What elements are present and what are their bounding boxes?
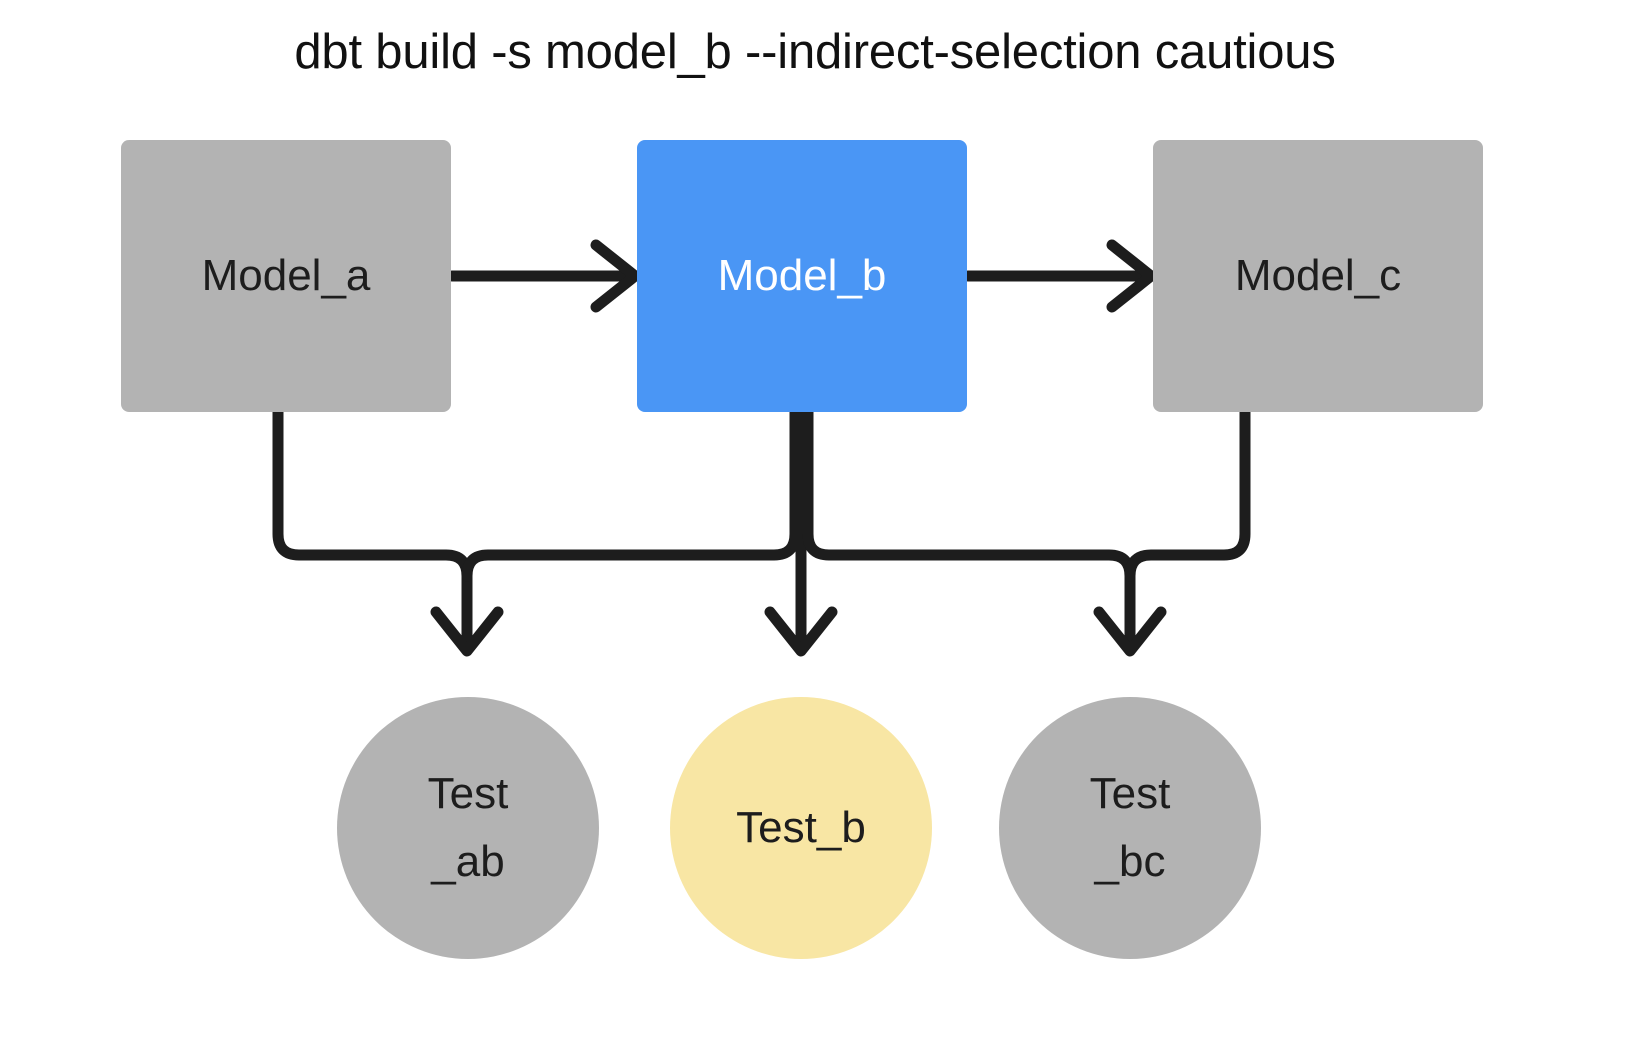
edge-model-c-to-test-bc	[1124, 406, 1251, 582]
edge-model-b-to-test-ab	[461, 406, 801, 582]
node-test-ab[interactable]: Test _ab	[337, 697, 599, 959]
edge-model-b-to-test-bc	[802, 406, 1167, 657]
node-test-bc-label-line2: _bc	[1094, 837, 1166, 886]
diagram-title: dbt build -s model_b --indirect-selectio…	[294, 25, 1336, 79]
edge-model-b-to-model-c	[962, 239, 1157, 313]
node-model-c[interactable]: Model_c	[1153, 140, 1483, 412]
node-test-b[interactable]: Test_b	[670, 697, 932, 959]
node-model-a[interactable]: Model_a	[121, 140, 451, 412]
node-model-b[interactable]: Model_b	[637, 140, 967, 412]
node-model-b-label: Model_b	[717, 251, 887, 300]
edge-model-b-to-test-b	[764, 406, 838, 657]
node-test-bc[interactable]: Test _bc	[999, 697, 1261, 959]
node-test-b-label-line1: Test_b	[736, 802, 866, 852]
node-test-ab-label-line2: _ab	[431, 837, 505, 886]
node-model-a-label: Model_a	[201, 251, 371, 300]
node-test-bc-label-line1: Test	[1089, 768, 1171, 818]
edge-model-a-to-model-b	[446, 239, 641, 313]
edge-model-a-to-test-ab	[272, 406, 504, 657]
node-test-ab-label-line1: Test	[427, 768, 509, 818]
node-model-c-label: Model_c	[1234, 251, 1402, 300]
